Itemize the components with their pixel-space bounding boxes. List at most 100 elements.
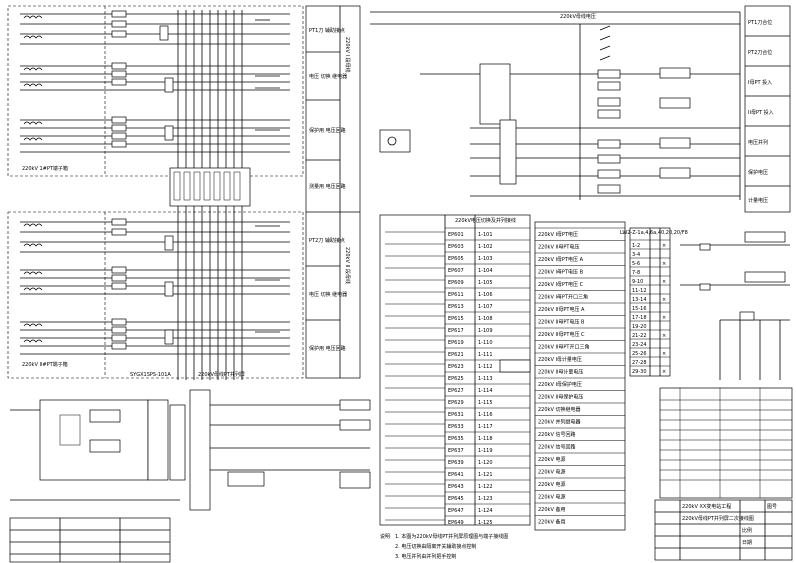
- title-no: 图号: [767, 504, 777, 510]
- note-1: 1. 本图为220kV母线PT并列屏原理图与端子接线图: [395, 533, 508, 540]
- terminal-code: EP641: [448, 472, 464, 478]
- terminal-number: 1-113: [478, 376, 493, 382]
- function-row-label: 220kV I母计量电压: [538, 356, 582, 363]
- terminal-number: 1-106: [478, 292, 493, 298]
- section-i-label: 220kV I 段母线: [344, 37, 351, 73]
- terminal-number: 1-118: [478, 436, 493, 442]
- function-row-label: 220kV 备用: [538, 519, 565, 526]
- function-row-label: 220kV 切换继电器: [538, 406, 580, 413]
- switch-position-table: LW2-Z-1a,4,6a,40,20,20/F8 1-2×3-45-6×7-8…: [620, 227, 688, 377]
- switch-mark: ×: [662, 351, 666, 357]
- terminal-code: EP625: [448, 376, 464, 382]
- terminal-code: EP649: [448, 520, 464, 526]
- terminal-number: 1-115: [478, 400, 493, 406]
- right-legend-column: PT1刀合位 PT2刀合位 I母PT 投入 II母PT 投入 电压并列 保护电压…: [744, 5, 791, 213]
- right-relay-diagrams: [680, 231, 790, 380]
- title-drawing: 220kV母线PT并列屏二次接线图: [682, 515, 754, 522]
- function-row-label: 220kV II母保护电压: [538, 394, 583, 401]
- legend-1: PT2刀合位: [748, 49, 772, 56]
- terminal-code: EP631: [448, 412, 464, 418]
- terminal-code: EP609: [448, 280, 464, 286]
- function-row-label: 220kV II母PT电压 B: [538, 319, 585, 326]
- terminal-number: 1-124: [478, 508, 493, 514]
- side-label-4: PT2刀 辅助接点: [309, 237, 345, 244]
- note-title: 说明: [380, 533, 390, 540]
- terminal-code: EP629: [448, 400, 464, 406]
- function-row-label: 220kV II母PT电压: [538, 244, 579, 251]
- function-row-label: 220kV I母PT开口三角: [538, 294, 588, 301]
- terminal-number: 1-116: [478, 412, 493, 418]
- section-ii-label: 220kV II 段母线: [344, 247, 351, 284]
- title-project: 220kV XX变电站工程: [682, 503, 731, 510]
- terminal-code: EP643: [448, 484, 464, 490]
- switch-row-label: 3-4: [632, 252, 640, 258]
- terminal-number: 1-112: [478, 364, 493, 370]
- side-label-3: 测量用 电压回路: [309, 183, 346, 190]
- legend-5: 保护电压: [748, 169, 768, 176]
- function-row-label: 220kV II母PT电压 A: [538, 306, 585, 313]
- switch-row-label: 11-12: [632, 288, 647, 294]
- left-bottom-pt-label: 220kV II#PT端子箱: [22, 361, 68, 368]
- switch-row-label: 15-16: [632, 306, 647, 312]
- right-top-title: 220kV母线电压: [560, 13, 596, 20]
- terminal-number: 1-121: [478, 472, 493, 478]
- switch-row-label: 17-18: [632, 315, 647, 321]
- switch-mark: ×: [662, 243, 666, 249]
- terminal-code: EP637: [448, 448, 464, 454]
- title-scale: 比例: [742, 527, 752, 534]
- terminal-code: EP647: [448, 508, 464, 514]
- left-top-circuit: 220kV 1#PT端子箱: [7, 5, 304, 380]
- left-top-pt-label: 220kV 1#PT端子箱: [22, 165, 68, 172]
- terminal-number: 1-110: [478, 340, 493, 346]
- function-row-label: 220kV I母保护电压: [538, 381, 582, 388]
- function-row-label: 220kV 电源: [538, 456, 565, 463]
- switch-row-label: 29-30: [632, 369, 647, 375]
- terminal-number: 1-114: [478, 388, 493, 394]
- switch-mark: ×: [662, 297, 666, 303]
- bottom-left-circuits: [9, 389, 371, 563]
- terminal-code: EP627: [448, 388, 464, 394]
- function-row-label: 220kV II母PT开口三角: [538, 344, 589, 351]
- terminal-code: EP621: [448, 352, 464, 358]
- function-row-label: 220kV 信号回路: [538, 444, 575, 451]
- switch-mark: ×: [662, 279, 666, 285]
- terminal-code: EP639: [448, 460, 464, 466]
- function-row-label: 220kV 电源: [538, 469, 565, 476]
- terminal-code: EP623: [448, 364, 464, 370]
- terminal-number: 1-123: [478, 496, 493, 502]
- function-row-label: 220kV II母计量电压: [538, 369, 583, 376]
- title-block: 220kV XX变电站工程 220kV母线PT并列屏二次接线图 比例 日期 图号: [654, 387, 793, 561]
- function-row-label: 220kV 电源: [538, 481, 565, 488]
- terminal-code: EP607: [448, 268, 464, 274]
- function-row-label: 220kV 电源: [538, 494, 565, 501]
- function-row-label: 220kV II母PT电压 C: [538, 331, 585, 338]
- terminal-code: EP603: [448, 244, 464, 250]
- legend-2: I母PT 投入: [748, 79, 772, 86]
- top-right-circuit: 220kV母线电压: [370, 11, 741, 200]
- switch-table-header: LW2-Z-1a,4,6a,40,20,20/F8: [620, 230, 688, 236]
- switch-mark: ×: [662, 369, 666, 375]
- terminal-number: 1-119: [478, 448, 493, 454]
- terminal-number: 1-109: [478, 328, 493, 334]
- function-row-label: 220kV I母PT电压 B: [538, 269, 584, 276]
- function-row-label: 220kV I母PT电压 A: [538, 256, 584, 263]
- terminal-number: 1-102: [478, 244, 493, 250]
- switch-row-label: 7-8: [632, 270, 640, 276]
- switch-row-label: 1-2: [632, 243, 640, 249]
- side-label-column: PT1刀 辅助接点 电压 切换 继电器 保护用 电压回路 测量用 电压回路 PT…: [305, 5, 361, 379]
- terminal-number: 1-122: [478, 484, 493, 490]
- side-label-6: 保护用 电压回路: [309, 345, 346, 352]
- terminal-code: EP635: [448, 436, 464, 442]
- side-label-5: 电压 切换 继电器: [309, 291, 347, 298]
- switch-row-label: 13-14: [632, 297, 647, 303]
- terminal-number: 1-103: [478, 256, 493, 262]
- legend-4: 电压并列: [748, 139, 768, 146]
- terminal-number: 1-125: [478, 520, 493, 526]
- title-date: 日期: [742, 540, 752, 546]
- terminal-code: EP617: [448, 328, 464, 334]
- terminal-number: 1-111: [478, 352, 493, 358]
- switch-row-label: 25-26: [632, 351, 647, 357]
